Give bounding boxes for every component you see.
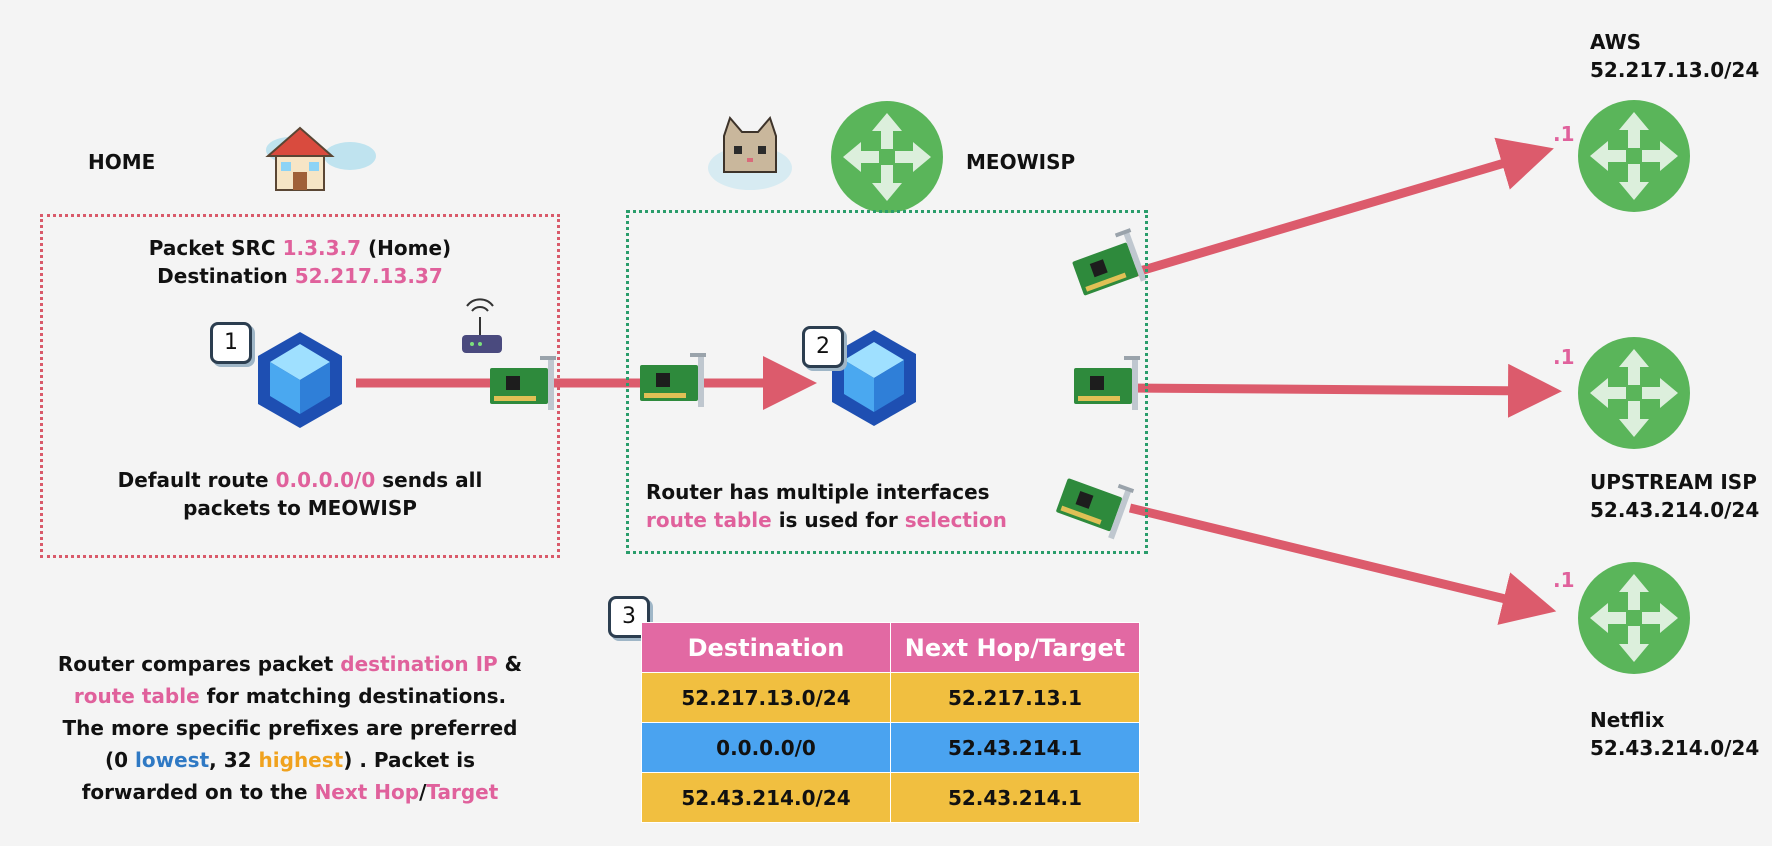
selection-term: selection xyxy=(904,508,1007,532)
meowisp-zone xyxy=(626,210,1148,554)
table-row: 0.0.0.0/0 52.43.214.1 xyxy=(641,722,1140,773)
meowisp-router-icon xyxy=(831,101,943,213)
wifi-router-icon xyxy=(462,298,502,353)
aws-label: AWS 52.217.13.0/24 xyxy=(1590,30,1759,82)
route-next-hop-cell: 52.217.13.1 xyxy=(890,672,1140,723)
packet-src-ip: 1.3.3.7 xyxy=(282,236,362,260)
destination-line: Destination 52.217.13.37 xyxy=(100,264,500,288)
explanation-target-term: Target xyxy=(426,780,499,804)
default-route-prefix: Default route xyxy=(117,468,269,492)
explanation-line3: The more specific prefixes are preferred xyxy=(62,716,518,740)
aws-cidr: 52.217.13.0/24 xyxy=(1590,58,1760,82)
arrow-isp-to-upstream xyxy=(1129,363,1562,418)
route-table-header-destination: Destination xyxy=(641,622,891,673)
cat-icon xyxy=(708,116,792,190)
route-table-header-next-hop: Next Hop/Target xyxy=(890,622,1140,673)
explanation-route-table-term: route table xyxy=(73,684,200,708)
explanation-line1-c: & xyxy=(504,652,523,676)
router-text-line2: route table is used for selection xyxy=(646,508,1007,532)
arrow-isp-to-netflix xyxy=(1128,503,1557,625)
destination-ip: 52.217.13.37 xyxy=(294,264,443,288)
upstream-router-icon xyxy=(1578,337,1690,449)
upstream-label: UPSTREAM ISP 52.43.214.0/24 xyxy=(1590,470,1759,522)
netflix-interface-label: .1 xyxy=(1553,568,1575,592)
table-row: 52.43.214.0/24 52.43.214.1 xyxy=(641,772,1140,823)
aws-router-icon xyxy=(1578,100,1690,212)
route-destination-cell: 0.0.0.0/0 xyxy=(641,722,891,773)
arrow-isp-to-aws xyxy=(1128,137,1554,279)
upstream-cidr: 52.43.214.0/24 xyxy=(1590,498,1760,522)
netflix-router-icon xyxy=(1578,562,1690,674)
explanation-lowest-term: lowest xyxy=(135,748,210,772)
router-text-middle: is used for xyxy=(778,508,898,532)
route-table-term: route table xyxy=(646,508,772,532)
aws-name: AWS xyxy=(1590,30,1642,54)
router-text-line1: Router has multiple interfaces xyxy=(646,480,990,504)
explanation-next-hop-term: Next Hop xyxy=(314,780,420,804)
default-route-line2: packets to MEOWISP xyxy=(183,496,417,520)
explanation-text: Router compares packet destination IP & … xyxy=(20,648,560,808)
step-badge-1: 1 xyxy=(210,322,252,364)
upstream-interface-label: .1 xyxy=(1553,345,1575,369)
route-next-hop-cell: 52.43.214.1 xyxy=(890,772,1140,823)
route-destination-cell: 52.217.13.0/24 xyxy=(641,672,891,723)
step-badge-3: 3 xyxy=(608,596,650,638)
meowisp-title: MEOWISP xyxy=(966,150,1076,174)
netflix-label: Netflix 52.43.214.0/24 xyxy=(1590,708,1759,760)
aws-interface-label: .1 xyxy=(1553,122,1575,146)
explanation-line4-c: , 32 xyxy=(209,748,252,772)
explanation-destination-ip-term: destination IP xyxy=(340,652,498,676)
explanation-line5-a: forwarded on to the xyxy=(81,780,308,804)
explanation-line4-a: (0 xyxy=(105,748,129,772)
explanation-line4-e: ) . Packet is xyxy=(343,748,475,772)
route-destination-cell: 52.43.214.0/24 xyxy=(641,772,891,823)
default-route-suffix: sends all xyxy=(382,468,483,492)
explanation-line2-b: for matching destinations. xyxy=(206,684,507,708)
explanation-slash: / xyxy=(419,780,427,804)
home-title: HOME xyxy=(88,150,156,174)
home-zone xyxy=(40,214,560,558)
route-table: Destination Next Hop/Target 52.217.13.0/… xyxy=(641,622,1140,823)
router-text: Router has multiple interfaces route tab… xyxy=(646,480,1007,532)
explanation-highest-term: highest xyxy=(258,748,344,772)
route-next-hop-cell: 52.43.214.1 xyxy=(890,722,1140,773)
house-icon xyxy=(265,126,376,191)
step-badge-2: 2 xyxy=(802,326,844,368)
destination-label: Destination xyxy=(157,264,288,288)
netflix-cidr: 52.43.214.0/24 xyxy=(1590,736,1760,760)
route-table-header: Destination Next Hop/Target xyxy=(641,622,1140,673)
packet-src-line: Packet SRC 1.3.3.7 (Home) xyxy=(100,236,500,260)
packet-src-label: Packet SRC xyxy=(148,236,276,260)
netflix-name: Netflix xyxy=(1590,708,1665,732)
explanation-line1-a: Router compares packet xyxy=(57,652,334,676)
table-row: 52.217.13.0/24 52.217.13.1 xyxy=(641,672,1140,723)
upstream-name: UPSTREAM ISP xyxy=(1590,470,1757,494)
packet-src-suffix: (Home) xyxy=(368,236,452,260)
default-route-text: Default route 0.0.0.0/0 sends all packet… xyxy=(70,468,530,520)
packet-info: Packet SRC 1.3.3.7 (Home) Destination 52… xyxy=(100,236,500,288)
default-route-ip: 0.0.0.0/0 xyxy=(275,468,376,492)
